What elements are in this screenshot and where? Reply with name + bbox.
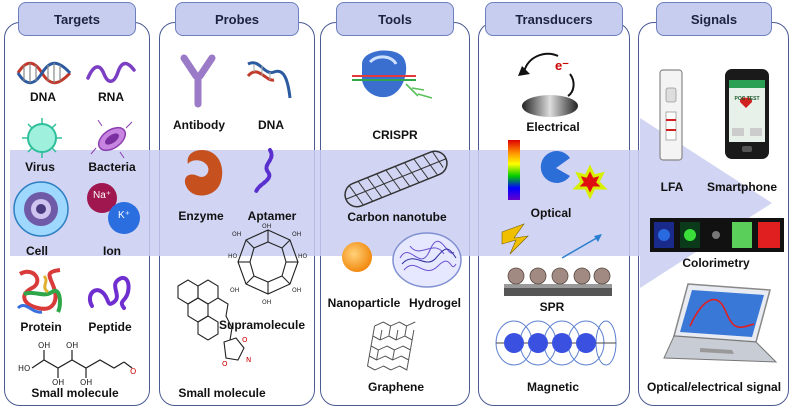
svg-text:OH: OH [232,231,241,238]
lfa-strip-icon [659,69,683,161]
transducer-spr-label: SPR [539,300,565,314]
tools-header: Tools [336,2,454,36]
hydrogel-icon [392,232,462,288]
svg-text:OH: OH [38,341,50,350]
svg-text:OH: OH [262,223,271,230]
signals-header: Signals [656,2,772,36]
svg-text:N: N [246,356,251,364]
tool-nanoparticle-label: Nanoparticle [327,296,401,310]
target-bacteria-label: Bacteria [88,160,136,174]
smartphone-icon [725,69,769,159]
magnetic-transducer-icon [495,320,617,366]
probe-supramolecule-label: Supramolecule [218,318,306,332]
targets-header: Targets [18,2,136,36]
tool-graphene-label: Graphene [367,380,425,394]
protein-icon [16,268,62,314]
target-rna-label: RNA [98,90,124,104]
laptop-signal-icon [663,283,778,363]
transducer-magnetic-label: Magnetic [526,380,580,394]
crispr-icon [352,50,433,99]
signal-smartphone-label: Smartphone [706,180,778,194]
graphene-icon [366,321,416,371]
transducer-optical-label: Optical [530,206,572,220]
tool-hydrogel-label: Hydrogel [408,296,462,310]
ion-na-label: Na⁺ [92,190,112,201]
nanoparticle-icon [342,242,372,272]
ion-k-label: K⁺ [118,210,130,221]
signal-colorimetry-label: Colorimetry [682,256,750,270]
svg-text:OH: OH [52,378,64,386]
transducers-header: Transducers [485,2,623,36]
tool-carbon-nanotube-label: Carbon nanotube [347,210,447,224]
cell-icon [13,181,69,237]
probe-aptamer-label: Aptamer [247,209,297,223]
target-peptide-label: Peptide [88,320,132,334]
aptamer-icon [254,148,274,194]
transducer-electrical-label: Electrical [526,120,580,134]
probe-dna-icon [246,61,292,99]
svg-text:HO: HO [18,364,30,373]
spr-transducer-icon [501,223,612,296]
svg-text:O: O [242,336,248,344]
target-small-molecule-label: Small molecule [31,386,119,400]
enzyme-icon [184,150,223,196]
probe-dna-label: DNA [258,118,284,132]
svg-text:O: O [130,367,136,376]
peptide-icon [87,275,131,310]
target-cell-label: Cell [25,244,49,258]
electron-label: e⁻ [554,58,570,73]
small-molecule-probe-icon: O O N [177,279,251,366]
ion-icon [87,183,140,234]
target-ion-label: Ion [103,244,121,258]
svg-text:OH: OH [292,231,301,238]
svg-text:OH: OH [80,378,92,386]
svg-text:OH: OH [262,299,271,306]
carbon-nanotube-icon [344,150,448,208]
target-dna-label: DNA [30,90,56,104]
svg-text:OH: OH [66,341,78,350]
antibody-icon [180,54,216,108]
probe-enzyme-label: Enzyme [178,209,224,223]
target-protein-label: Protein [20,320,62,334]
bacteria-icon [90,119,133,159]
svg-text:HO: HO [228,253,238,260]
svg-text:OH: OH [292,287,301,294]
svg-text:OH: OH [230,287,239,294]
probes-header: Probes [175,2,299,36]
electrical-transducer-icon [518,52,578,117]
target-virus-label: Virus [25,160,55,174]
probe-small-molecule-label: Small molecule [178,386,266,400]
signal-optical-electrical-label: Optical/electrical signal [646,380,782,394]
probe-antibody-label: Antibody [173,118,225,132]
virus-icon [22,118,62,158]
dna-helix-icon [16,61,72,85]
svg-text:HO: HO [298,253,308,260]
colorimetry-icon [650,218,784,252]
small-molecule-structure-icon: HO OH OH OH OH O [18,341,136,386]
poc-test-label: POC TEST [734,96,760,102]
signal-lfa-label: LFA [660,180,684,194]
supramolecule-icon: OH OH HO OH OH OH HO OH [228,223,308,306]
svg-text:O: O [222,360,228,366]
rna-strand-icon [86,61,136,83]
optical-transducer-icon [508,140,608,200]
tool-crispr-label: CRISPR [372,128,418,142]
